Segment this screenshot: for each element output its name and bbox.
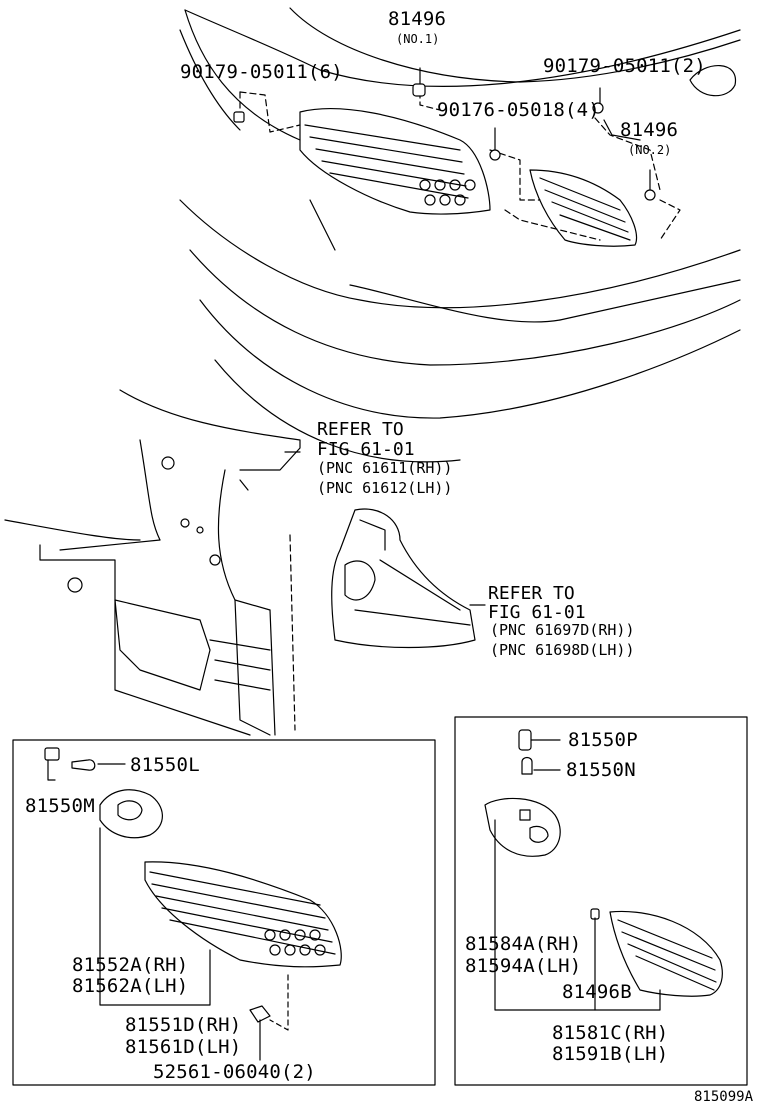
label-81562A: 81562A(LH) — [72, 975, 189, 997]
trunk-lamp-body — [529, 169, 638, 247]
label-81584A: 81584A(RH) — [465, 933, 582, 955]
label-81496B: 81496B — [562, 981, 632, 1003]
refer1-line1: REFER TO — [317, 419, 404, 440]
right-group-box — [454, 716, 748, 1086]
refer2-line4: (PNC 61698D(LH)) — [490, 641, 635, 659]
top-clips — [233, 83, 656, 201]
quarter-dash — [289, 534, 296, 731]
rear-body-outline — [179, 7, 741, 463]
refer2-line3: (PNC 61697D(RH)) — [490, 621, 635, 639]
refer1-line2: FIG 61-01 — [317, 439, 415, 460]
refer2-line1: REFER TO — [488, 583, 575, 604]
figure-code: 815099A — [694, 1089, 754, 1105]
label-81591B: 81591B(LH) — [552, 1043, 669, 1065]
tail-lamp-body — [299, 108, 491, 215]
label-81581C: 81581C(RH) — [552, 1022, 669, 1044]
quarter-panel — [4, 389, 301, 736]
label-81550N: 81550N — [566, 759, 636, 781]
label-90179-right: 90179-05011(2) — [543, 55, 706, 77]
label-90179-left: 90179-05011(6) — [180, 61, 343, 83]
left-box-parts — [44, 747, 342, 1023]
right-box-parts — [484, 729, 723, 997]
refer1-line3: (PNC 61611(RH)) — [317, 459, 453, 477]
label-90176: 90176-05018(4) — [437, 99, 600, 121]
label-81496-right: 81496 — [620, 119, 679, 141]
label-81561D: 81561D(LH) — [125, 1036, 242, 1058]
label-81551D: 81551D(RH) — [125, 1014, 242, 1036]
label-81496-top: 81496 — [388, 8, 447, 30]
top-leaders-solid — [419, 67, 651, 191]
label-81552A: 81552A(RH) — [72, 954, 189, 976]
right-box-leaders — [494, 819, 661, 1011]
label-81594A: 81594A(LH) — [465, 955, 582, 977]
refer2-line2: FIG 61-01 — [488, 602, 586, 623]
quarter-extension — [331, 508, 476, 649]
refer1-line4: (PNC 61612(LH)) — [317, 479, 453, 497]
label-81550M: 81550M — [25, 795, 95, 817]
left-box-leaders — [99, 827, 261, 1061]
left-box-dashes — [269, 974, 289, 1031]
label-81550L: 81550L — [130, 754, 200, 776]
left-group-box — [12, 739, 436, 1086]
label-81550P: 81550P — [568, 729, 638, 751]
label-no1: (NO.1) — [396, 32, 440, 46]
label-52561: 52561-06040(2) — [153, 1061, 316, 1083]
label-no2: (NO.2) — [628, 143, 672, 157]
